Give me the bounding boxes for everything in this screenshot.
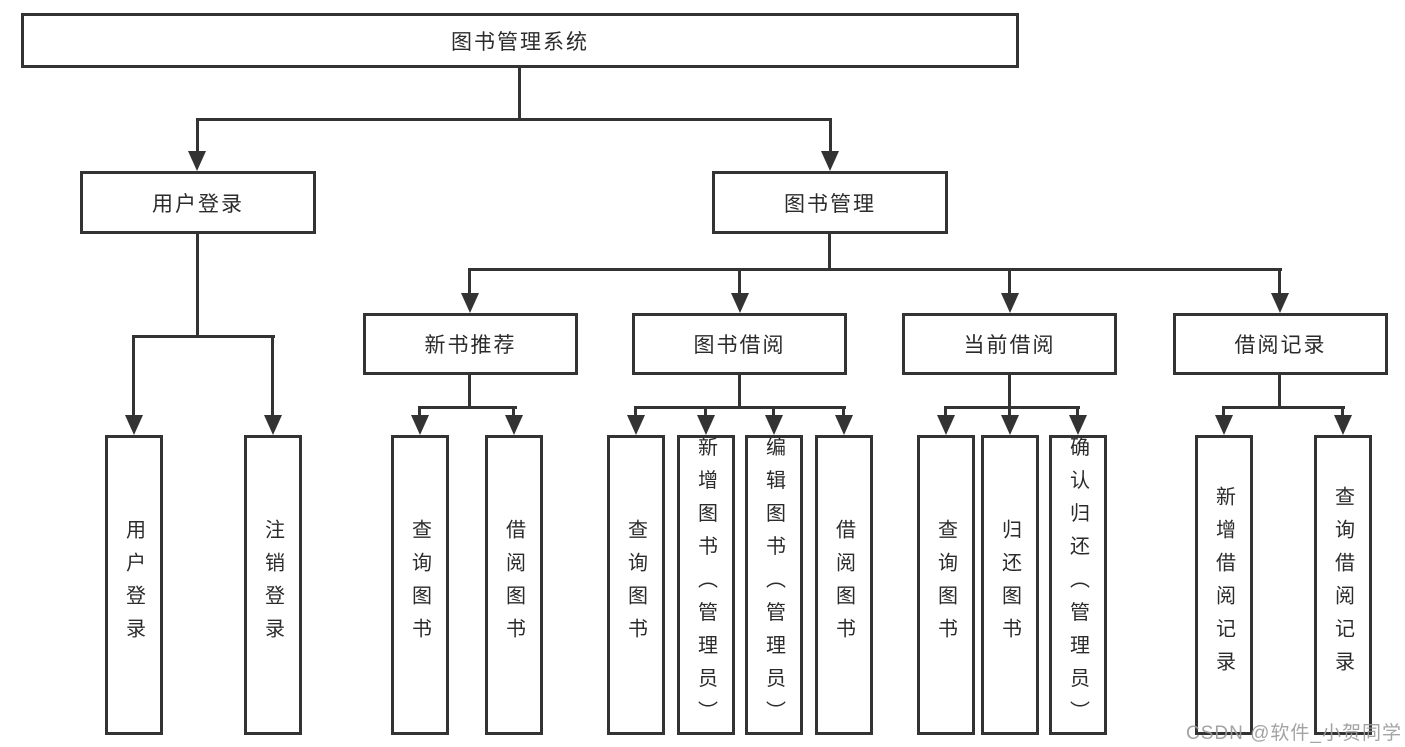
arrow-down-icon [411, 415, 429, 435]
connector-line [512, 406, 515, 418]
connector-line [944, 406, 1080, 409]
connector-line [1008, 268, 1011, 296]
connector-line [1278, 268, 1281, 296]
leaf-query-borrow-record-label: 查询借阅记录 [1331, 486, 1354, 684]
leaf-confirm-return-admin: 确认归还（管理员） [1049, 435, 1107, 735]
connector-line [196, 118, 199, 153]
leaf-logout: 注销登录 [244, 435, 302, 735]
leaf-borrowing-borrow-book-label: 借阅图书 [832, 519, 855, 651]
node-book-borrowing-label: 图书借阅 [693, 334, 786, 357]
connector-line [1278, 375, 1281, 409]
connector-line [468, 268, 1282, 271]
connector-line [842, 406, 845, 418]
node-library-system-label: 图书管理系统 [451, 30, 589, 54]
connector-line [468, 375, 471, 409]
leaf-recommend-query-book-label: 查询图书 [408, 519, 431, 651]
arrow-down-icon [1001, 415, 1019, 435]
connector-line [196, 118, 832, 121]
connector-line [738, 268, 741, 296]
connector-line [132, 335, 135, 419]
leaf-edit-book-admin: 编辑图书（管理员） [745, 435, 803, 735]
leaf-borrowing-query-book: 查询图书 [607, 435, 665, 735]
leaf-return-book-label: 归还图书 [998, 519, 1021, 651]
leaf-borrowing-query-book-label: 查询图书 [624, 519, 647, 651]
connector-line [1222, 406, 1225, 418]
node-user-login: 用户登录 [80, 171, 316, 234]
connector-line [634, 406, 846, 409]
arrow-down-icon [697, 415, 715, 435]
arrow-down-icon [765, 415, 783, 435]
connector-line [418, 406, 517, 409]
leaf-current-query-book: 查询图书 [917, 435, 975, 735]
arrow-down-icon [1001, 293, 1019, 313]
arrow-down-icon [125, 415, 143, 435]
arrow-down-icon [1069, 415, 1087, 435]
leaf-return-book: 归还图书 [981, 435, 1039, 735]
leaf-edit-book-admin-label: 编辑图书（管理员） [762, 436, 785, 734]
leaf-current-query-book-label: 查询图书 [934, 519, 957, 651]
connector-line [418, 406, 421, 418]
connector-line [634, 406, 637, 418]
arrow-down-icon [821, 151, 839, 171]
node-borrow-records: 借阅记录 [1173, 313, 1388, 375]
connector-line [704, 406, 707, 418]
node-new-book-recommend-label: 新书推荐 [424, 334, 517, 357]
node-book-management-label: 图书管理 [784, 192, 876, 216]
csdn-watermark: CSDN @软件_小贺同学 [1186, 723, 1402, 744]
connector-line [1222, 406, 1345, 409]
leaf-recommend-borrow-book-label: 借阅图书 [502, 519, 525, 651]
connector-line [944, 406, 947, 418]
leaf-confirm-return-admin-label: 确认归还（管理员） [1066, 436, 1089, 734]
node-user-login-label: 用户登录 [152, 192, 244, 216]
connector-line [738, 375, 741, 409]
arrow-down-icon [1334, 415, 1352, 435]
connector-line [829, 118, 832, 153]
leaf-add-borrow-record-label: 新增借阅记录 [1212, 486, 1235, 684]
arrow-down-icon [461, 293, 479, 313]
arrow-down-icon [505, 415, 523, 435]
leaf-add-borrow-record: 新增借阅记录 [1195, 435, 1253, 735]
leaf-add-book-admin-label: 新增图书（管理员） [694, 436, 717, 734]
connector-line [1008, 406, 1011, 418]
leaf-borrowing-borrow-book: 借阅图书 [815, 435, 873, 735]
connector-line [772, 406, 775, 418]
connector-line [468, 268, 471, 296]
node-book-borrowing: 图书借阅 [632, 313, 847, 375]
connector-line [518, 68, 521, 121]
arrow-down-icon [731, 293, 749, 313]
node-current-borrowing: 当前借阅 [902, 313, 1117, 375]
arrow-down-icon [937, 415, 955, 435]
node-book-management: 图书管理 [712, 171, 948, 234]
leaf-query-borrow-record: 查询借阅记录 [1314, 435, 1372, 735]
arrow-down-icon [1215, 415, 1233, 435]
leaf-recommend-borrow-book: 借阅图书 [485, 435, 543, 735]
connector-line [132, 335, 275, 338]
leaf-logout-label: 注销登录 [261, 519, 284, 651]
arrow-down-icon [1271, 293, 1289, 313]
arrow-down-icon [264, 415, 282, 435]
arrow-down-icon [188, 151, 206, 171]
leaf-user-login-label: 用户登录 [122, 519, 145, 651]
arrow-down-icon [627, 415, 645, 435]
leaf-user-login: 用户登录 [105, 435, 163, 735]
connector-line [1341, 406, 1344, 418]
node-new-book-recommend: 新书推荐 [363, 313, 578, 375]
connector-line [1008, 375, 1011, 409]
connector-line [828, 234, 831, 271]
connector-line [1076, 406, 1079, 418]
node-library-system: 图书管理系统 [21, 13, 1019, 68]
node-current-borrowing-label: 当前借阅 [963, 334, 1056, 357]
arrow-down-icon [835, 415, 853, 435]
connector-line [196, 234, 199, 338]
leaf-recommend-query-book: 查询图书 [391, 435, 449, 735]
leaf-add-book-admin: 新增图书（管理员） [677, 435, 735, 735]
connector-line [271, 335, 274, 419]
node-borrow-records-label: 借阅记录 [1234, 334, 1327, 357]
